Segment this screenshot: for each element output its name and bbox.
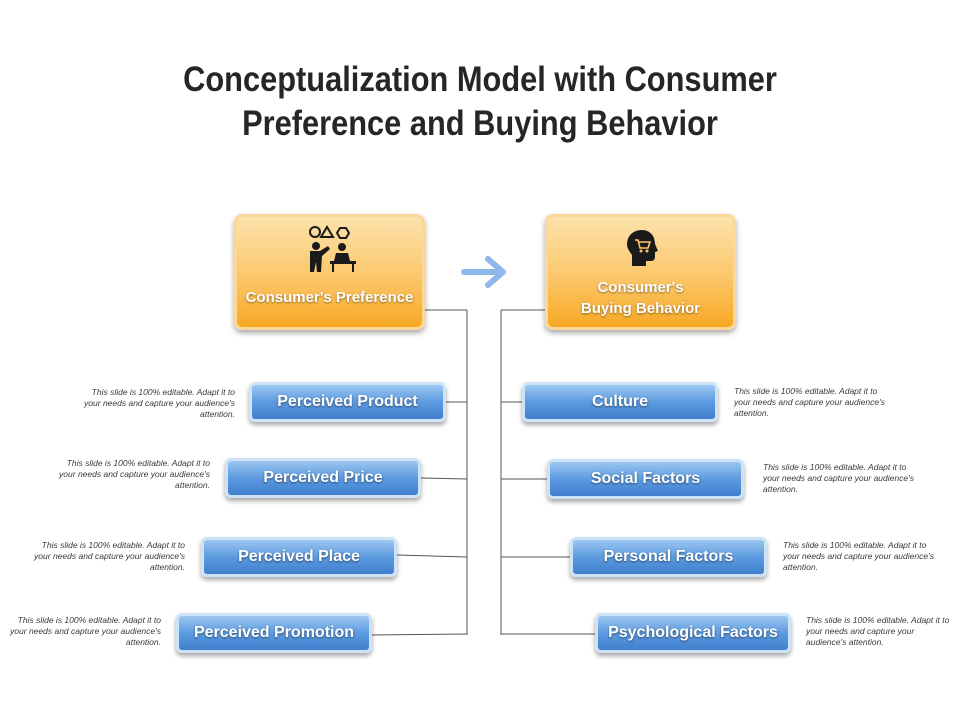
consumers-preference-box: Consumer's Preference xyxy=(234,214,425,330)
psychological-factors-note: This slide is 100% editable. Adapt it to… xyxy=(806,615,950,647)
title-line-1: Conceptualization Model with Consumer xyxy=(183,60,777,99)
perceived-promotion-note: This slide is 100% editable. Adapt it to… xyxy=(10,615,161,647)
consumers-preference-label: Consumer's Preference xyxy=(245,289,414,306)
personal-factors-box: Personal Factors xyxy=(570,537,767,577)
right-arrow-icon xyxy=(461,256,506,288)
consumers-buying-behavior-label: Consumer's Buying Behavior xyxy=(548,277,733,319)
perceived-place-box: Perceived Place xyxy=(201,537,397,577)
left-branch-2 xyxy=(420,477,468,480)
culture-box: Culture xyxy=(522,382,718,422)
perceived-product-box: Perceived Product xyxy=(249,382,446,422)
perceived-promotion-box: Perceived Promotion xyxy=(176,613,372,653)
psychological-factors-box: Psychological Factors xyxy=(595,613,791,653)
head-with-cart-icon xyxy=(627,230,658,266)
title-line-2: Preference and Buying Behavior xyxy=(242,104,718,143)
personal-factors-note: This slide is 100% editable. Adapt it to… xyxy=(783,540,934,572)
page-title: Conceptualization Model with Consumer Pr… xyxy=(128,58,832,146)
left-branch-3 xyxy=(396,554,468,558)
presenter-with-shapes-icon xyxy=(309,225,356,272)
buying-behavior-line-2: Buying Behavior xyxy=(580,300,701,317)
perceived-price-note: This slide is 100% editable. Adapt it to… xyxy=(59,458,210,490)
social-factors-box: Social Factors xyxy=(547,459,744,499)
culture-note: This slide is 100% editable. Adapt it to… xyxy=(734,386,885,418)
perceived-price-box: Perceived Price xyxy=(225,458,421,498)
buying-behavior-line-1: Consumer's xyxy=(597,279,684,296)
perceived-place-note: This slide is 100% editable. Adapt it to… xyxy=(34,540,185,572)
perceived-product-note: This slide is 100% editable. Adapt it to… xyxy=(84,387,235,419)
consumers-buying-behavior-box: Consumer's Buying Behavior xyxy=(545,214,736,330)
left-branch-4 xyxy=(371,633,468,636)
social-factors-note: This slide is 100% editable. Adapt it to… xyxy=(763,462,914,494)
